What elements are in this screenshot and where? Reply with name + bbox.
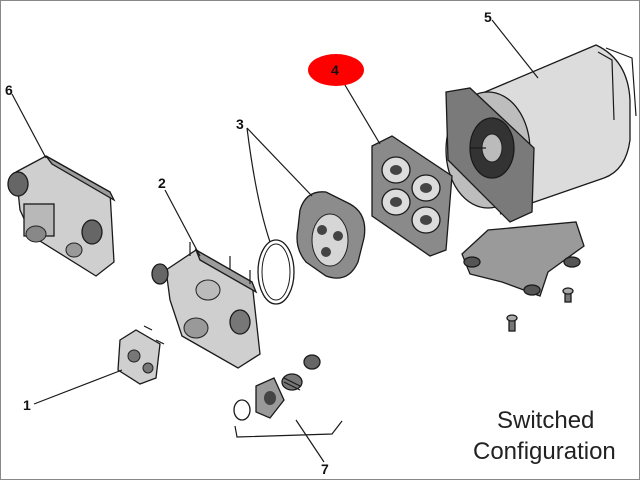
caption-line-2: Configuration — [473, 438, 616, 465]
lower-housing-part — [151, 242, 261, 369]
diaphragm-part — [296, 191, 366, 279]
callout-5: 5 — [484, 9, 492, 25]
leader-lines — [11, 19, 539, 463]
highlight-marker — [308, 54, 364, 86]
callout-7: 7 — [321, 461, 329, 477]
drive-assembly-part — [371, 135, 453, 257]
fittings-kit-part — [233, 354, 321, 421]
caption-line-1: Switched — [497, 407, 594, 434]
motor-part — [445, 44, 637, 223]
callout-3: 3 — [236, 116, 244, 132]
callout-6: 6 — [5, 82, 13, 98]
o-ring-inner — [261, 243, 291, 301]
o-ring-part — [257, 239, 295, 305]
callout-2: 2 — [158, 175, 166, 191]
pump-head-part — [7, 155, 116, 277]
motor-bracket — [461, 221, 585, 332]
callout-4: 4 — [331, 62, 339, 78]
check-valve-part — [117, 325, 165, 385]
callout-1: 1 — [23, 397, 31, 413]
